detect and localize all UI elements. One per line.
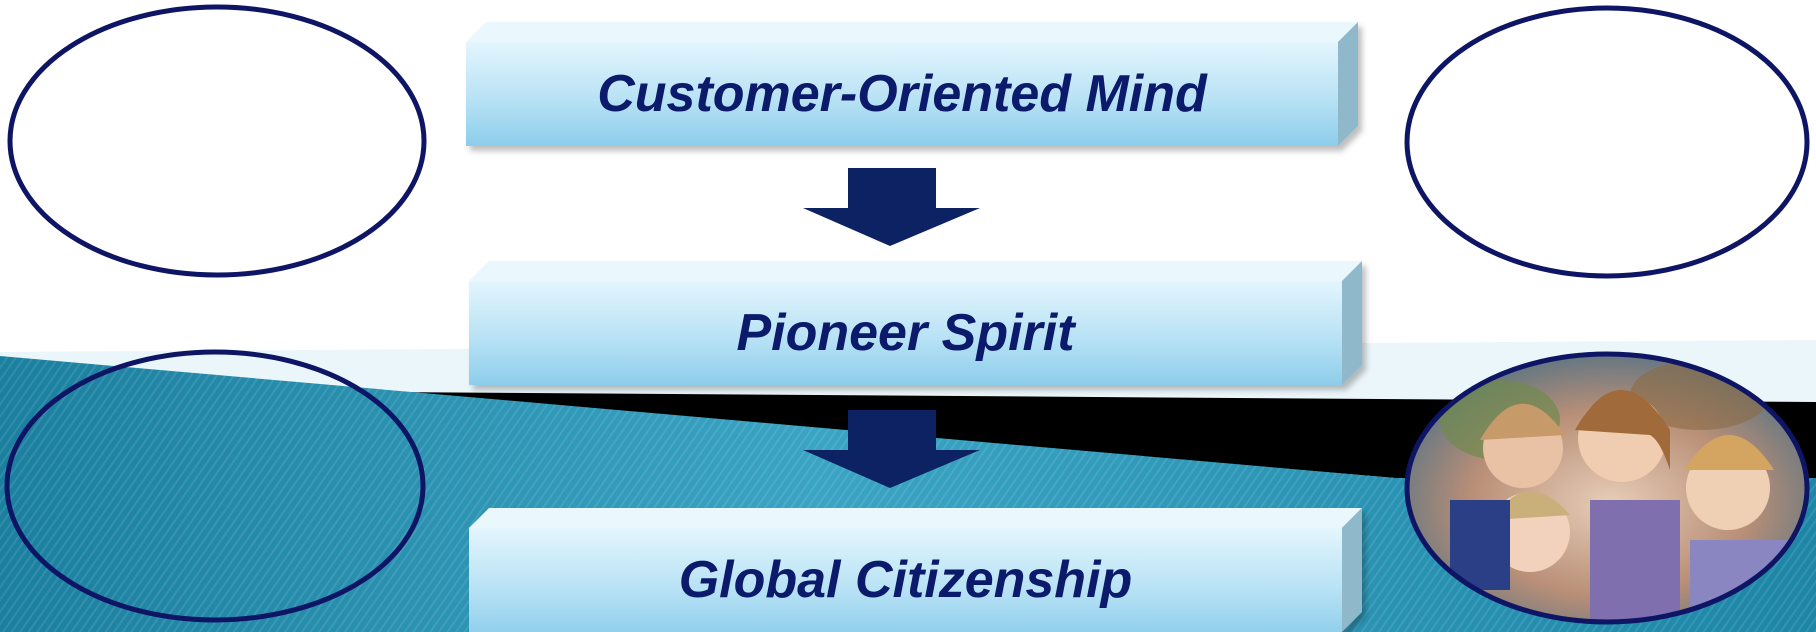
oval-top-right xyxy=(1404,5,1810,279)
box-label-global-citizenship: Global Citizenship xyxy=(678,551,1133,609)
oval-bottom-right xyxy=(1404,351,1810,625)
box-global-citizenship xyxy=(469,508,1362,632)
oval-bottom-left xyxy=(4,349,426,623)
arrow-down-2 xyxy=(803,410,980,488)
arrow-down-1 xyxy=(803,168,980,246)
box-label-pioneer-spirit: Pioneer Spirit xyxy=(736,304,1075,362)
box-label-customer-oriented-mind: Customer-Oriented Mind xyxy=(597,65,1207,123)
box-pioneer-spirit xyxy=(469,261,1362,385)
box-customer-oriented-mind xyxy=(466,22,1358,146)
oval-top-left xyxy=(7,4,427,278)
